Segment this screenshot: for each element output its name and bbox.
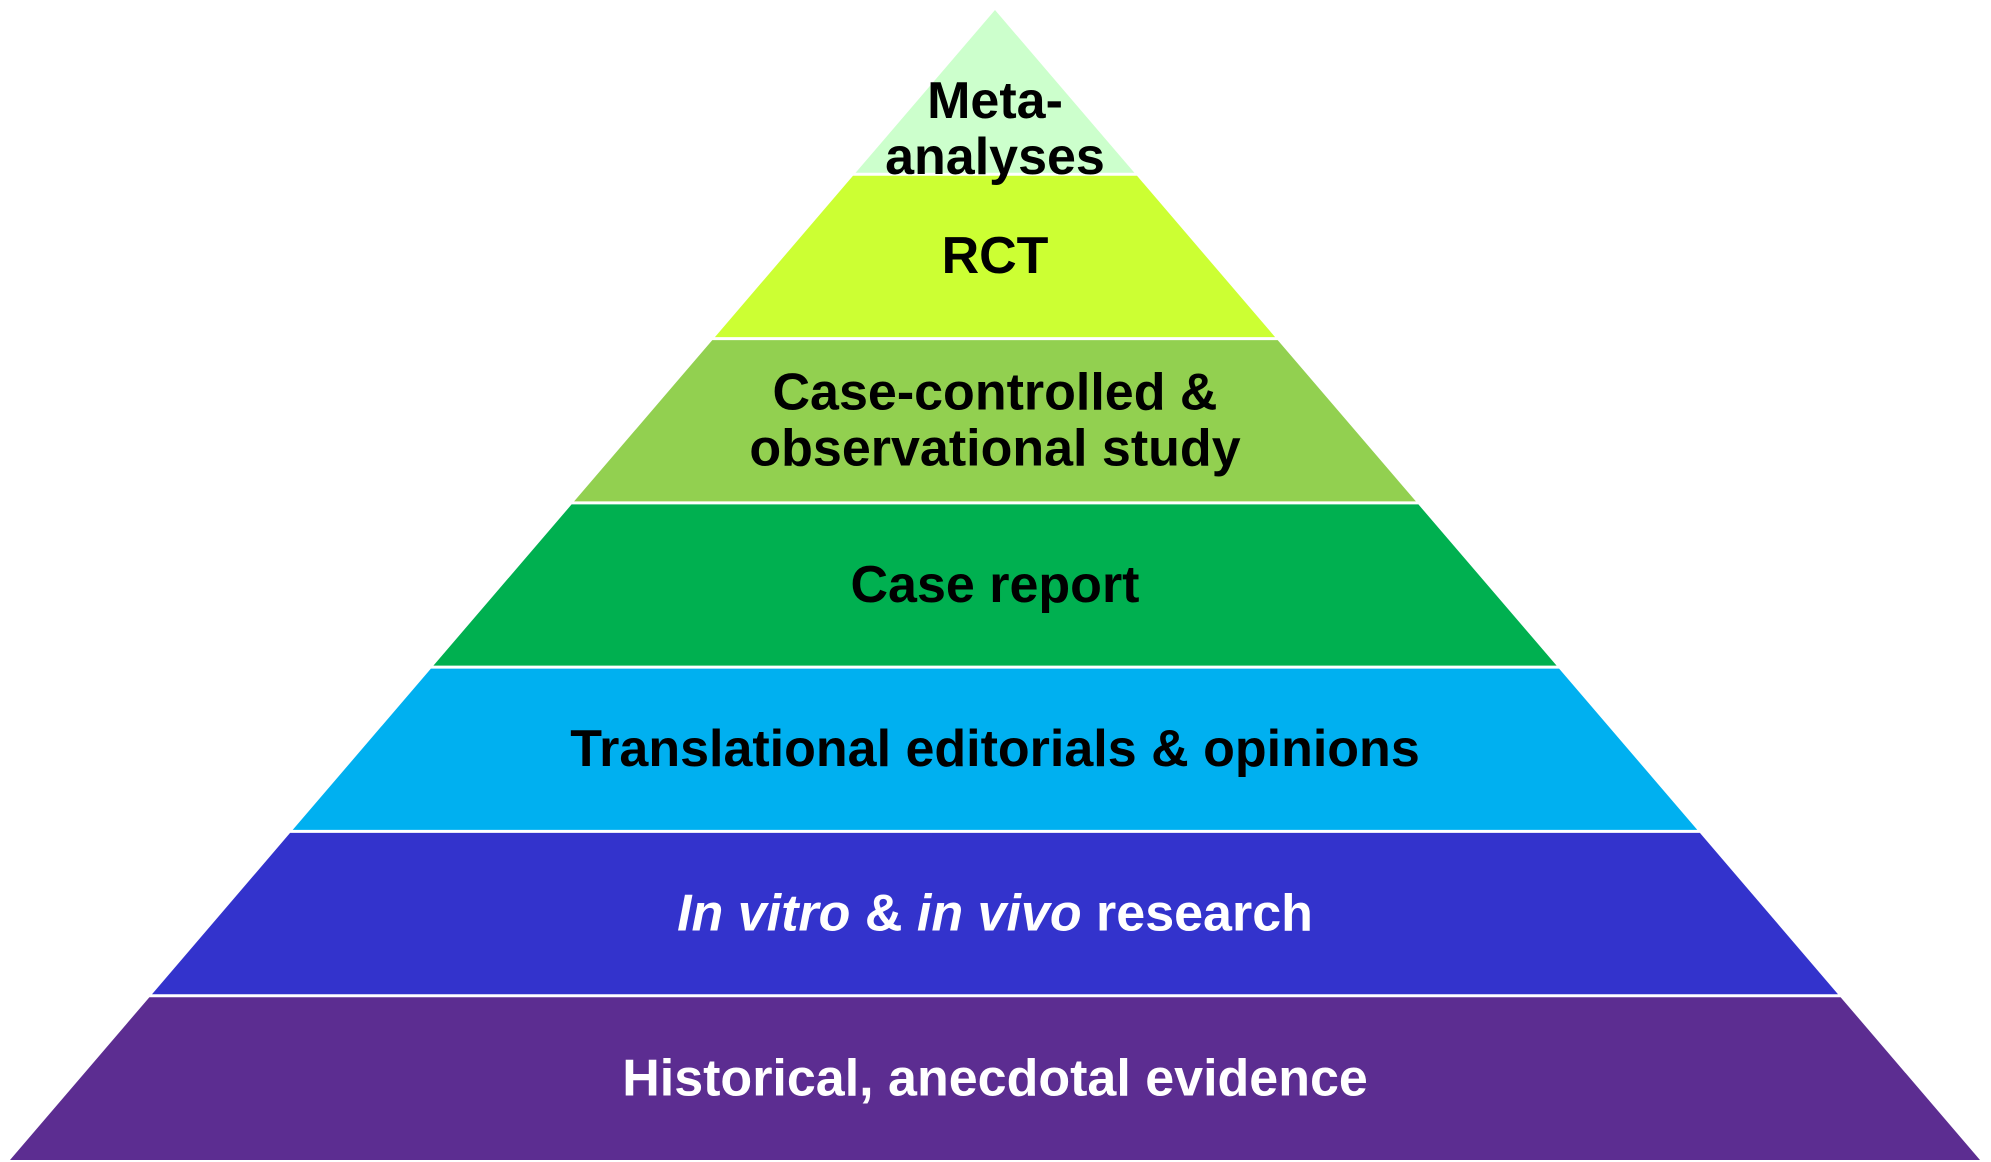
tier-label-line: In vitro & in vivo research [677,884,1313,942]
tier-label-run: research [1082,884,1313,942]
tier-translational-editorials [292,668,1698,830]
tier-label-run: RCT [942,227,1049,285]
tier-rct [714,175,1276,338]
tier-label-translational-editorials: Translational editorials & opinions [570,720,1419,778]
tier-label-run: Historical, anecdotal evidence [622,1049,1368,1107]
tier-label-run: observational study [749,420,1240,478]
tier-historical-anecdotal [10,997,1980,1160]
tier-label-run: Meta- [927,72,1063,130]
tier-case-controlled-observational [574,340,1416,502]
tier-in-vitro-in-vivo [152,832,1838,995]
tier-label-run: & [850,884,916,942]
tier-case-report [433,504,1557,666]
tier-label-line: observational study [749,420,1240,478]
tier-label-case-controlled-observational: Case-controlled &observational study [749,364,1240,478]
tier-label-run: Case-controlled & [773,364,1218,422]
tier-label-run: Translational editorials & opinions [570,720,1419,778]
tier-label-line: Case-controlled & [773,364,1218,422]
tier-label-line: Translational editorials & opinions [570,720,1419,778]
tier-label-line: analyses [885,128,1105,186]
tier-label-line: Case report [851,556,1140,614]
tier-label-line: Meta- [927,72,1063,130]
tier-label-line: Historical, anecdotal evidence [622,1049,1368,1107]
tier-label-run: Case report [851,556,1140,614]
tier-label-run: analyses [885,128,1105,186]
tier-label-line: RCT [942,227,1049,285]
tier-label-rct: RCT [942,227,1049,285]
tier-label-meta-analyses: Meta-analyses [885,72,1105,186]
tier-label-run: In vitro [677,884,850,942]
tier-label-historical-anecdotal: Historical, anecdotal evidence [622,1049,1368,1107]
tier-label-in-vitro-in-vivo: In vitro & in vivo research [677,884,1313,942]
tier-meta-analyses [855,10,1135,173]
tier-label-case-report: Case report [851,556,1140,614]
tier-label-run: in vivo [917,884,1082,942]
pyramid-tiers [10,10,1980,1160]
